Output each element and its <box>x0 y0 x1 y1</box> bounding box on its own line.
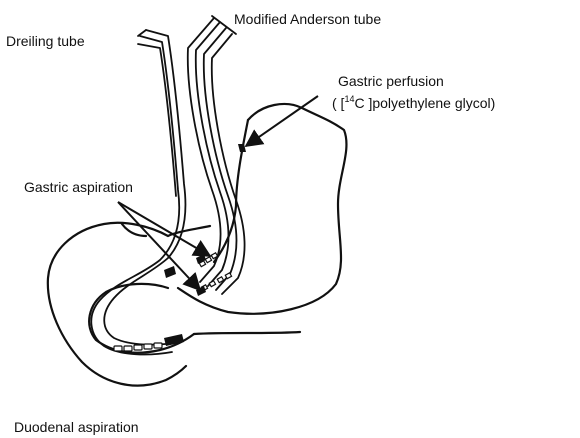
label-gastric-aspiration: Gastric aspiration <box>24 179 133 195</box>
label-duodenal-aspiration: Duodenal aspiration <box>14 419 139 435</box>
aspiration-arrow-2 <box>118 202 200 290</box>
label-gastric-perfusion: Gastric perfusion <box>338 73 444 89</box>
diagram-labels: Modified Anderson tube Dreiling tube Gas… <box>6 11 495 435</box>
modified-anderson-tube <box>188 16 246 296</box>
label-dreiling-tube: Dreiling tube <box>6 33 85 49</box>
label-modified-anderson-tube: Modified Anderson tube <box>234 11 381 27</box>
stomach-outline <box>48 104 347 386</box>
label-gastric-perfusion-agent: ( [14C ]polyethylene glycol) <box>332 94 495 111</box>
